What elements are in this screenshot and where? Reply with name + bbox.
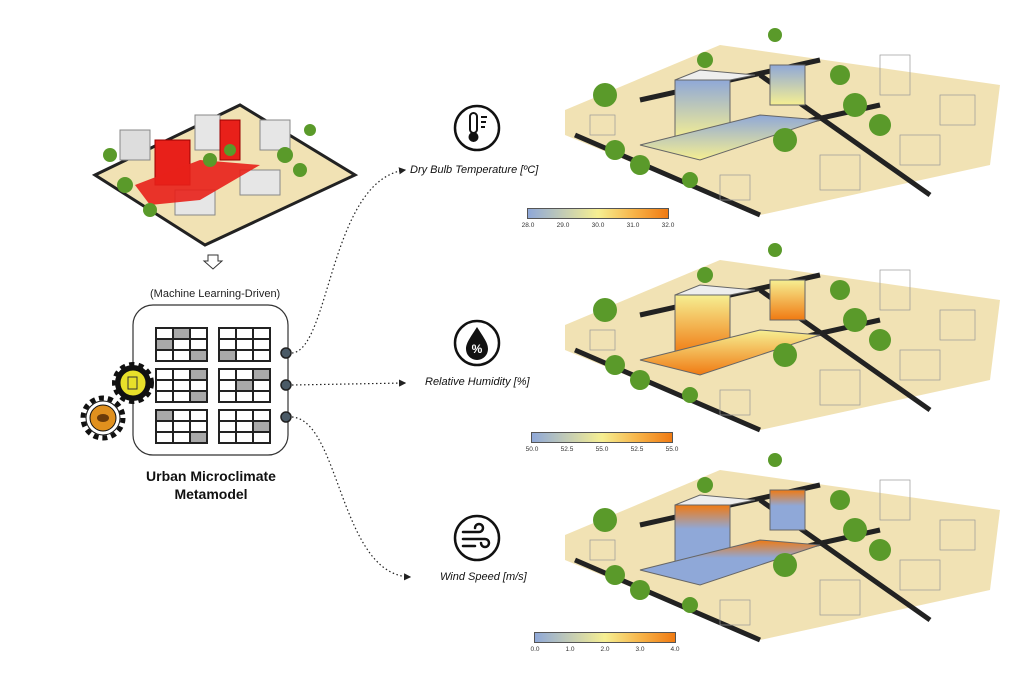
input-city-model	[91, 103, 359, 247]
grid-cell	[190, 350, 207, 361]
grid-cell	[156, 391, 173, 402]
grid-cell	[219, 410, 236, 421]
grid-cell	[190, 339, 207, 350]
grid-cell	[219, 391, 236, 402]
brain-gear-icon	[80, 395, 126, 441]
model-grid	[218, 409, 271, 444]
grid-cell	[253, 391, 270, 402]
grid-cell	[156, 410, 173, 421]
grid-cell	[190, 380, 207, 391]
colorbar-tick-label: 4.0	[670, 646, 680, 653]
simulation-city-view	[565, 453, 1000, 643]
grid-cell	[253, 421, 270, 432]
colorbar-tick-label: 0.0	[530, 646, 540, 653]
model-grid	[218, 327, 271, 362]
colorbar	[527, 208, 669, 219]
model-grid	[218, 368, 271, 403]
colorbar	[531, 432, 673, 443]
grid-cell	[253, 380, 270, 391]
model-grid	[155, 409, 208, 444]
colorbar-tick-label: 50.0	[525, 446, 539, 453]
humidity-drop-icon: %	[453, 319, 501, 367]
connector-nodes	[280, 347, 292, 423]
grid-cell	[236, 350, 253, 361]
grid-cell	[156, 432, 173, 443]
grid-cell	[236, 432, 253, 443]
grid-cell	[173, 391, 190, 402]
output-label-wind: Wind Speed [m/s]	[440, 571, 527, 583]
colorbar-tick-label: 30.0	[591, 222, 605, 229]
grid-cell	[253, 410, 270, 421]
colorbar	[534, 632, 676, 643]
grid-cell	[236, 369, 253, 380]
model-grid	[155, 327, 208, 362]
grid-cell	[173, 369, 190, 380]
grid-cell	[173, 432, 190, 443]
svg-text:%: %	[472, 342, 483, 356]
grid-cell	[253, 328, 270, 339]
wind-icon	[453, 514, 501, 562]
colorbar-tick-label: 32.0	[661, 222, 675, 229]
colorbar-tick-label: 1.0	[565, 646, 575, 653]
grid-cell	[236, 391, 253, 402]
ai-chip-gear-icon	[112, 362, 154, 404]
model-grid	[155, 368, 208, 403]
simulation-city-view	[565, 243, 1000, 433]
colorbar-tick-label: 2.0	[600, 646, 610, 653]
grid-cell	[219, 432, 236, 443]
grid-cell	[190, 369, 207, 380]
grid-cell	[190, 410, 207, 421]
grid-cell	[190, 432, 207, 443]
grid-cell	[236, 421, 253, 432]
grid-cell	[173, 421, 190, 432]
grid-cell	[156, 328, 173, 339]
grid-cell	[219, 380, 236, 391]
grid-cell	[156, 380, 173, 391]
grid-cell	[190, 328, 207, 339]
colorbar-tick-label: 28.0	[521, 222, 535, 229]
grid-cell	[236, 380, 253, 391]
grid-cell	[156, 350, 173, 361]
grid-cell	[236, 410, 253, 421]
title-line-1: Urban Microclimate	[146, 468, 276, 484]
grid-cell	[219, 328, 236, 339]
title-line-2: Metamodel	[174, 486, 248, 502]
output-label-temperature: Dry Bulb Temperature [ºC]	[410, 164, 539, 176]
colorbar-tick-label: 3.0	[635, 646, 645, 653]
grid-cell	[219, 369, 236, 380]
grid-cell	[190, 421, 207, 432]
grid-cell	[156, 369, 173, 380]
grid-cell	[173, 328, 190, 339]
grid-cell	[156, 421, 173, 432]
grid-cell	[173, 339, 190, 350]
colorbar-tick-label: 55.0	[665, 446, 679, 453]
grid-cell	[253, 432, 270, 443]
thermometer-icon	[453, 104, 501, 152]
simulation-city-view	[565, 28, 1000, 218]
grid-cell	[173, 380, 190, 391]
grid-cell	[253, 339, 270, 350]
grid-cell	[219, 421, 236, 432]
colorbar-tick-label: 52.5	[560, 446, 574, 453]
grid-cell	[219, 339, 236, 350]
grid-cell	[253, 369, 270, 380]
colorbar-tick-label: 29.0	[556, 222, 570, 229]
grid-cell	[173, 350, 190, 361]
grid-cell	[236, 339, 253, 350]
metamodel-title: Urban Microclimate Metamodel	[111, 467, 311, 503]
connector-arrows	[291, 167, 412, 581]
grid-cell	[253, 350, 270, 361]
grid-cell	[190, 391, 207, 402]
output-label-humidity: Relative Humidity [%]	[425, 376, 530, 388]
grid-cell	[236, 328, 253, 339]
grid-cell	[219, 350, 236, 361]
ml-driven-subtitle: (Machine Learning-Driven)	[150, 288, 281, 300]
colorbar-tick-label: 52.5	[630, 446, 644, 453]
colorbar-tick-label: 55.0	[595, 446, 609, 453]
grid-cell	[156, 339, 173, 350]
grid-cell	[173, 410, 190, 421]
down-arrow-icon	[202, 254, 224, 270]
colorbar-tick-label: 31.0	[626, 222, 640, 229]
